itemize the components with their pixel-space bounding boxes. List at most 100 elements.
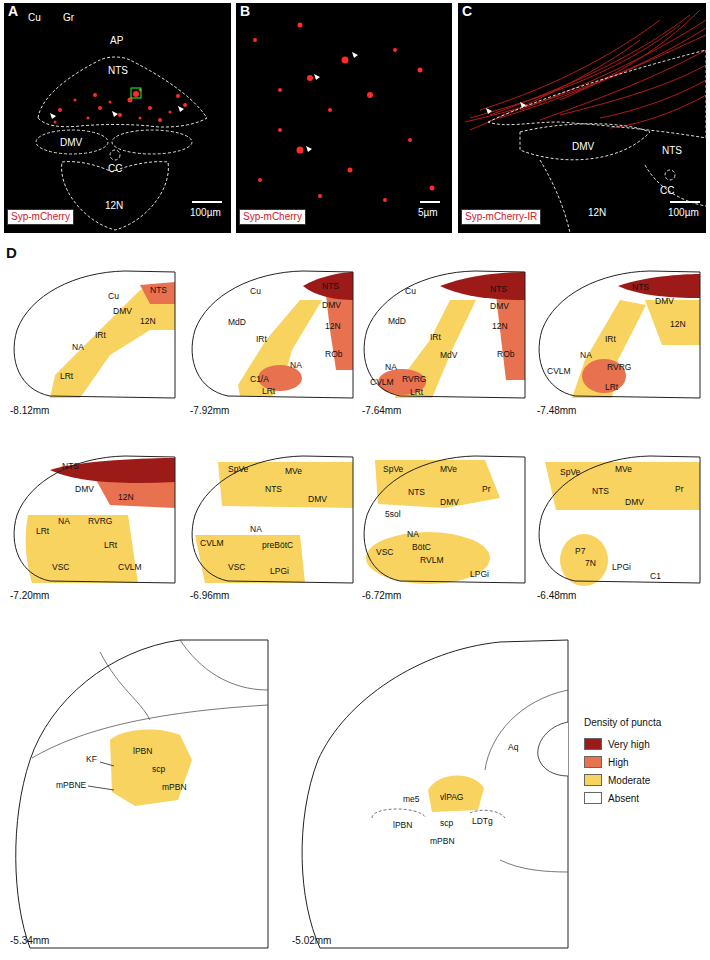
path-shape xyxy=(600,80,706,118)
circle-shape xyxy=(183,103,187,107)
coordinate-label: -7.64mm xyxy=(362,405,401,416)
region-label: IRt xyxy=(95,331,106,340)
ellipse-shape xyxy=(560,534,608,586)
g-shape xyxy=(50,106,184,119)
polygon-shape xyxy=(314,74,320,80)
ellipse-shape xyxy=(112,130,192,154)
g-shape xyxy=(54,89,188,124)
circle-shape xyxy=(307,75,313,81)
atlas-section: SpVeMVePrNTSDMV5solNAVSCBötCRVLMLPGi-6.7… xyxy=(355,452,527,604)
channel-label: Syp-mCherry xyxy=(243,211,302,222)
region-label: mPBN xyxy=(430,837,455,846)
region-label: vlPAG xyxy=(440,793,463,802)
region-label: preBötC xyxy=(262,541,293,550)
path-shape xyxy=(500,860,568,872)
path-shape xyxy=(140,282,175,304)
coordinate-label: -6.48mm xyxy=(537,590,576,601)
use-shape xyxy=(364,456,525,583)
region-label: CVLM xyxy=(547,367,571,376)
circle-shape xyxy=(74,99,77,102)
path-shape xyxy=(488,50,706,138)
path-shape xyxy=(428,775,484,812)
circle-shape xyxy=(133,91,139,97)
circle-shape xyxy=(169,111,172,114)
region-label: SpVe xyxy=(228,465,248,474)
region-label: NTS xyxy=(150,286,167,295)
region-label: NTS xyxy=(265,485,282,494)
panel-a-image xyxy=(4,3,231,233)
path-shape xyxy=(395,300,476,398)
coordinate-label: -5.02mm xyxy=(292,935,331,946)
rect-shape xyxy=(131,88,141,98)
region-label: LRt xyxy=(104,541,117,550)
region-label: 12N xyxy=(140,317,156,326)
region-label: Pr xyxy=(675,485,684,494)
path-shape xyxy=(26,515,138,583)
scale-label: 5µm xyxy=(418,207,438,218)
circle-shape xyxy=(342,57,349,64)
region-label: NTS xyxy=(108,65,128,76)
line-shape xyxy=(88,786,114,790)
circle-shape xyxy=(298,23,303,28)
panel-letter: B xyxy=(240,4,250,19)
region-label: 12N xyxy=(588,207,606,218)
path-shape xyxy=(110,729,192,806)
region-label: NTS xyxy=(592,487,609,496)
channel-label: Syp-mCherry xyxy=(11,211,70,222)
path-shape xyxy=(195,535,305,583)
path-shape xyxy=(302,640,568,948)
path-shape xyxy=(218,462,353,508)
path-shape xyxy=(490,15,690,115)
circle-shape xyxy=(87,117,90,120)
rect-shape xyxy=(236,3,452,233)
region-label: 5sol xyxy=(385,510,401,519)
region-label: ROb xyxy=(325,350,342,359)
region-label: DMV xyxy=(60,137,82,148)
legend-label: Moderate xyxy=(608,775,650,786)
polygon-shape xyxy=(520,102,526,108)
g-shape xyxy=(36,57,207,230)
scale-label: 100µm xyxy=(190,207,221,218)
image-panel: CNTSDMVCC12N100µmSyp-mCherry-IR xyxy=(458,3,706,233)
region-label: NTS xyxy=(632,283,649,292)
region-label: CVLM xyxy=(370,378,394,387)
atlas-section: SpVeMVePrNTSDMVP77NLPGiC1-6.48mm xyxy=(530,452,702,604)
path-shape xyxy=(62,162,169,230)
region-label: me5 xyxy=(403,795,420,804)
region-label: ROb xyxy=(497,350,514,359)
polygon-shape xyxy=(352,52,358,58)
atlas-section: CuNTSMdDDMV12NIRtRObNAC1/ALRt-7.92mm xyxy=(183,265,355,417)
ellipse-shape xyxy=(36,130,108,154)
use-shape xyxy=(192,456,353,583)
path-shape xyxy=(238,300,322,396)
path-shape xyxy=(480,20,660,110)
panel-letter: D xyxy=(6,245,17,262)
rect-shape xyxy=(458,3,706,233)
region-label: CVLM xyxy=(200,539,224,548)
circle-shape xyxy=(418,68,423,73)
region-label: NTS xyxy=(408,488,425,497)
atlas-section: CuNTSMdDDMV12NIRtMdVRObNACVLMRVRGLRt-7.6… xyxy=(355,265,527,417)
path-shape xyxy=(470,25,680,118)
use-shape xyxy=(14,271,175,398)
coordinate-label: -7.92mm xyxy=(190,405,229,416)
region-label: NTS xyxy=(62,462,79,471)
path-shape xyxy=(545,462,700,510)
region-label: KF xyxy=(86,755,97,764)
region-label: NA xyxy=(385,363,397,372)
region-label: LPGi xyxy=(270,567,289,576)
line-shape xyxy=(670,201,700,203)
coordinate-label: -7.48mm xyxy=(537,405,576,416)
region-label: Cu xyxy=(405,287,416,296)
region-label: AP xyxy=(110,35,123,46)
legend-swatch xyxy=(584,738,602,750)
region-label: RVRG xyxy=(402,375,426,384)
region-label: NA xyxy=(58,517,70,526)
region-label: RVRG xyxy=(88,517,112,526)
path-shape xyxy=(572,300,646,398)
region-label: DMV xyxy=(308,495,327,504)
g-shape xyxy=(486,102,526,114)
panel-c-image xyxy=(458,3,706,233)
atlas-sections xyxy=(14,271,700,948)
